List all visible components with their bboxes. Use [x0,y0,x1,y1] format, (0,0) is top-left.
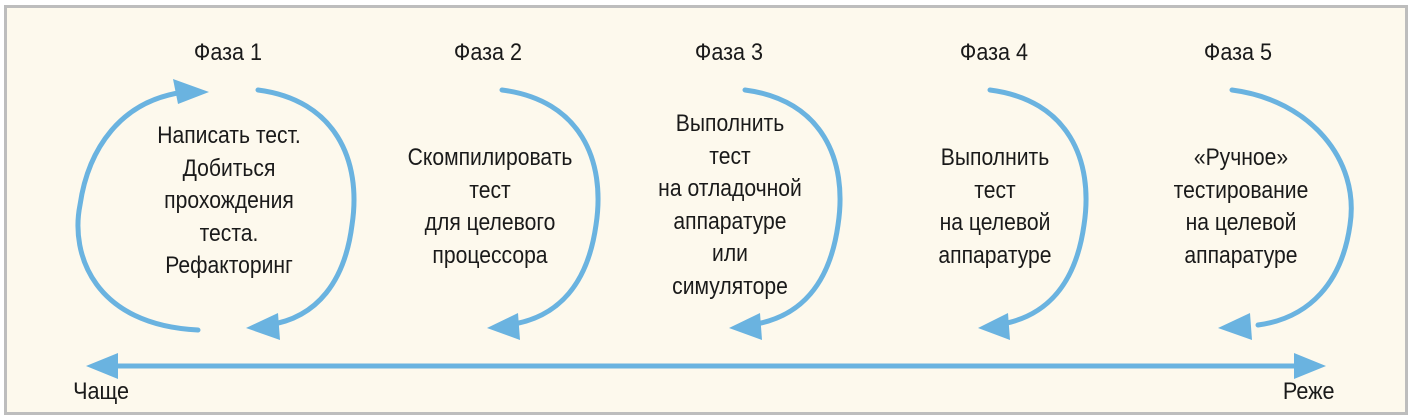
phase-2-line: тест [469,176,511,204]
phase-4-arc [987,87,1089,328]
phase-5-arrowhead [1218,313,1252,340]
axis-label-less-often: Реже [1282,378,1335,405]
phase-3-line: симуляторе [672,272,788,300]
axis-arrowhead-left [86,353,118,379]
phase-1-line: Написать тест. [157,122,301,149]
phase-1-arrowhead-bottom [246,313,280,340]
phase-1-cycle-arc-left [75,89,201,333]
phase-1-cycle-arc-right [255,87,357,328]
phase-4-title: Фаза 4 [959,39,1029,66]
phase-5-title: Фаза 5 [1203,39,1273,66]
phase-4-description: Выполнить тест на целевой аппаратуре [889,142,1100,272]
phase-2-line: Скомпилировать [407,144,573,171]
phase-2-description: Скомпилировать тест для целевого процесс… [384,142,595,272]
phase-1-line: Рефакторинг [165,252,293,279]
phase-1-title: Фаза 1 [193,39,263,66]
phase-5-arc [1229,87,1354,328]
phase-3-description: Выполнить тест на отладочной аппаратуре … [624,108,835,303]
phase-1-line: прохождения [164,187,294,214]
phase-2-arrowhead [487,313,520,340]
phase-3-line: тест [709,142,751,170]
phase-3-line: аппаратуре [673,207,787,235]
phase-3-arrowhead [729,313,762,340]
phase-3-line: Выполнить [675,110,785,137]
phase-4-arrowhead [978,313,1010,340]
phase-4-line: Выполнить [940,144,1050,171]
phase-4-line: тест [974,176,1016,204]
phase-4-line: аппаратуре [938,241,1052,269]
axis-label-more-often: Чаще [73,378,130,405]
phase-5-line: тестирование [1173,176,1309,204]
phase-1-line: Добиться [182,154,276,182]
phase-3-title: Фаза 3 [694,39,764,66]
axis-arrowhead-right [1294,353,1326,379]
phase-2-title: Фаза 2 [453,39,523,66]
phase-1-line: теста. [199,219,259,247]
phase-1-description: Написать тест. Добиться прохождения тест… [123,120,334,283]
phase-2-line: процессора [432,241,548,269]
phase-4-line: на целевой [939,209,1051,236]
phase-5-description: «Ручное» тестирование на целевой аппарат… [1135,142,1346,272]
phase-5-line: «Ручное» [1193,144,1289,171]
phase-5-line: аппаратуре [1184,241,1298,269]
phase-3-arc [742,87,843,328]
phase-3-line: на отладочной [658,175,802,202]
phase-2-arc [499,87,601,328]
phase-5-line: на целевой [1185,209,1297,236]
phase-1-arrowhead-top [173,79,209,104]
diagram-frame [4,5,1408,415]
phase-2-line: для целевого [424,209,556,236]
phase-3-line: или [712,240,748,267]
